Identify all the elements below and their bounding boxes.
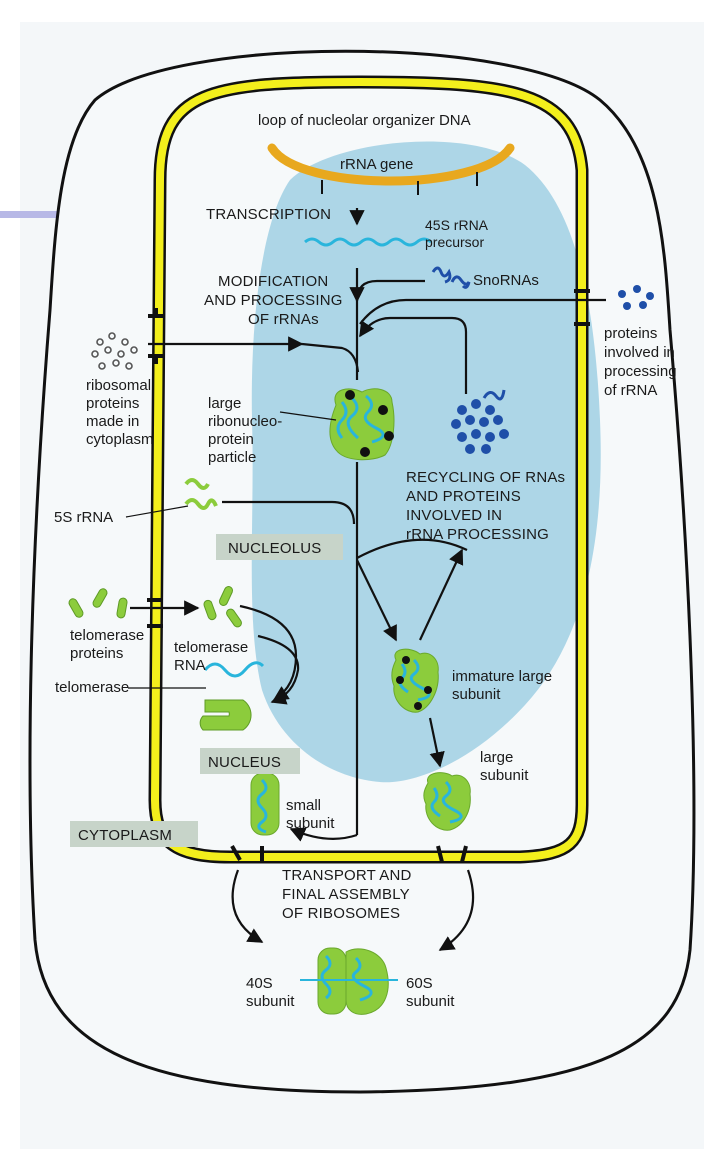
label-transcription: TRANSCRIPTION: [206, 206, 331, 223]
label-nucleolus: NUCLEOLUS: [228, 540, 322, 557]
label-telomerase: telomerase: [55, 679, 129, 696]
label-transport: TRANSPORT AND FINAL ASSEMBLY OF RIBOSOME…: [282, 867, 416, 922]
label-snornas: SnoRNAs: [473, 272, 539, 289]
label-rrna-gene: rRNA gene: [340, 156, 413, 173]
label-precursor: 45S rRNA precursor: [425, 217, 491, 250]
label-loop-dna: loop of nucleolar organizer DNA: [258, 112, 471, 129]
large-rnp-particle: [330, 389, 394, 460]
page-left-strip: [0, 0, 20, 1149]
label-5s-rrna: 5S rRNA: [54, 509, 113, 526]
label-nucleus: NUCLEUS: [208, 754, 281, 771]
page-top-strip: [0, 0, 704, 22]
label-cytoplasm: CYTOPLASM: [78, 827, 172, 844]
small-subunit-shape: [251, 773, 279, 835]
